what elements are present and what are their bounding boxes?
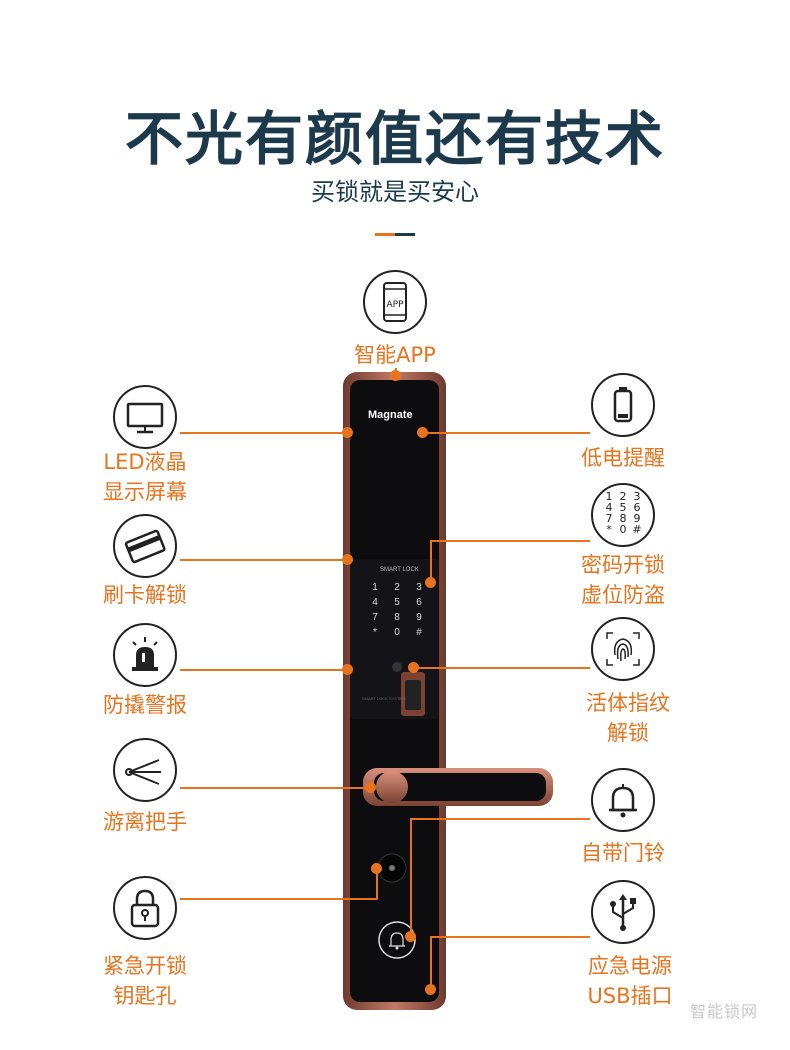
lock-key[interactable]: #	[416, 627, 422, 638]
feature-keyhole-line2: 钥匙孔	[113, 984, 177, 1008]
bell-icon	[591, 768, 655, 832]
feature-doorbell-label: 自带门铃	[581, 841, 665, 865]
connector-usb-v	[430, 936, 432, 990]
lock-key[interactable]: 5	[394, 597, 400, 608]
feature-keyhole-line1: 紧急开锁	[103, 954, 187, 978]
feature-app-label: 智能APP	[354, 343, 436, 367]
connector-alarm-dot	[342, 664, 353, 675]
connector-app-dot	[390, 370, 401, 381]
connector-keyhole-v	[376, 868, 378, 899]
free-handle-icon	[113, 738, 177, 802]
feature-alarm-label: 防撬警报	[103, 693, 187, 717]
lock-key[interactable]: 4	[372, 597, 378, 608]
card-icon	[113, 514, 177, 578]
connector-lcd	[180, 432, 347, 434]
doorbell-button	[378, 921, 416, 959]
feature-lcd-line1: LED液晶	[103, 450, 187, 474]
feature-usb-line2: USB插口	[587, 984, 673, 1008]
lock-brand: Magnate	[368, 409, 413, 421]
feature-fingerprint-line2: 解锁	[607, 721, 649, 745]
feature-password-label: 密码开锁 虚位防盗	[568, 550, 678, 610]
connector-handle	[180, 787, 370, 789]
lock-panel-label: SMART LOCK	[380, 567, 419, 573]
keypad-icon-digits: 1 2 3 4 5 6 7 8 9 * 0 #	[602, 491, 646, 535]
connector-keyhole-dot	[371, 863, 382, 874]
battery-icon	[591, 373, 655, 437]
connector-password-v	[430, 540, 432, 582]
keypad-icon-digit: 4	[605, 501, 613, 514]
feature-card-label: 刷卡解锁	[103, 583, 187, 607]
page-subtitle: 买锁就是买安心	[311, 178, 479, 206]
feature-lcd-line2: 显示屏幕	[103, 480, 187, 504]
monitor-icon	[113, 385, 177, 449]
feature-usb-label: 应急电源 USB插口	[575, 951, 685, 1011]
connector-keyhole	[180, 898, 377, 900]
keypad-icon-digit: 8	[619, 512, 627, 525]
divider-dark	[395, 233, 415, 236]
page-title: 不光有颜值还有技术	[124, 105, 665, 173]
feature-password-line2: 虚位防盗	[581, 583, 665, 607]
keypad-icon-digit: 2	[619, 490, 627, 503]
connector-usb-h	[430, 936, 590, 938]
connector-card	[180, 559, 347, 561]
lock-key[interactable]: 7	[372, 612, 378, 623]
connector-fingerprint-dot	[408, 662, 419, 673]
connector-usb-dot	[425, 984, 436, 995]
connector-battery-dot	[417, 427, 428, 438]
lock-key[interactable]: 3	[416, 582, 422, 593]
keypad-icon-digit: 9	[633, 512, 641, 525]
svg-text:APP: APP	[386, 300, 404, 310]
feature-handle-label: 游离把手	[103, 810, 187, 834]
fingerprint-icon	[591, 617, 655, 681]
lock-keypad: 1 2 3 4 5 6 7 8 9 * 0 #	[364, 582, 430, 638]
keypad-icon-digit: 6	[633, 501, 641, 514]
feature-fingerprint-line1: 活体指纹	[586, 691, 670, 715]
connector-password-h	[430, 540, 590, 542]
connector-handle-dot	[365, 782, 376, 793]
watermark: 智能锁网	[690, 1002, 759, 1021]
lock-key[interactable]: 9	[416, 612, 422, 623]
keypad-icon-digit: #	[632, 523, 642, 536]
keypad-icon: 1 2 3 4 5 6 7 8 9 * 0 #	[591, 483, 655, 547]
keypad-icon-digit: 1	[605, 490, 613, 503]
feature-lcd-label: LED液晶 显示屏幕	[90, 447, 200, 507]
lock-key[interactable]: 1	[372, 582, 378, 593]
keypad-icon-digit: 7	[605, 512, 613, 525]
lock-key[interactable]: 0	[394, 627, 400, 638]
connector-password-dot	[425, 577, 436, 588]
svg-text:SMART LOCK SYSTEM: SMART LOCK SYSTEM	[362, 696, 405, 701]
keypad-icon-digit: 5	[619, 501, 627, 514]
connector-alarm	[180, 669, 347, 671]
smartphone-app-icon: APP	[363, 270, 427, 334]
alarm-siren-icon	[113, 623, 177, 687]
lock-key[interactable]: *	[373, 627, 377, 638]
keyhole-lock-icon	[113, 876, 177, 940]
feature-password-line1: 密码开锁	[581, 553, 665, 577]
lock-key[interactable]: 8	[394, 612, 400, 623]
keypad-icon-digit: 3	[633, 490, 641, 503]
usb-icon	[591, 880, 655, 944]
keypad-icon-digit: *	[606, 523, 612, 536]
feature-usb-line1: 应急电源	[588, 954, 672, 978]
feature-keyhole-label: 紧急开锁 钥匙孔	[90, 951, 200, 1011]
connector-doorbell-h	[410, 818, 590, 820]
connector-fingerprint	[413, 667, 590, 669]
lock-key[interactable]: 6	[416, 597, 422, 608]
feature-battery-label: 低电提醒	[581, 446, 665, 470]
connector-battery	[423, 432, 590, 434]
divider-accent	[375, 233, 395, 236]
lock-key[interactable]: 2	[394, 582, 400, 593]
connector-card-dot	[342, 554, 353, 565]
feature-fingerprint-label: 活体指纹 解锁	[568, 688, 688, 748]
connector-lcd-dot	[342, 427, 353, 438]
connector-doorbell-v	[410, 818, 412, 936]
connector-doorbell-dot	[405, 931, 416, 942]
keypad-icon-digit: 0	[619, 523, 627, 536]
